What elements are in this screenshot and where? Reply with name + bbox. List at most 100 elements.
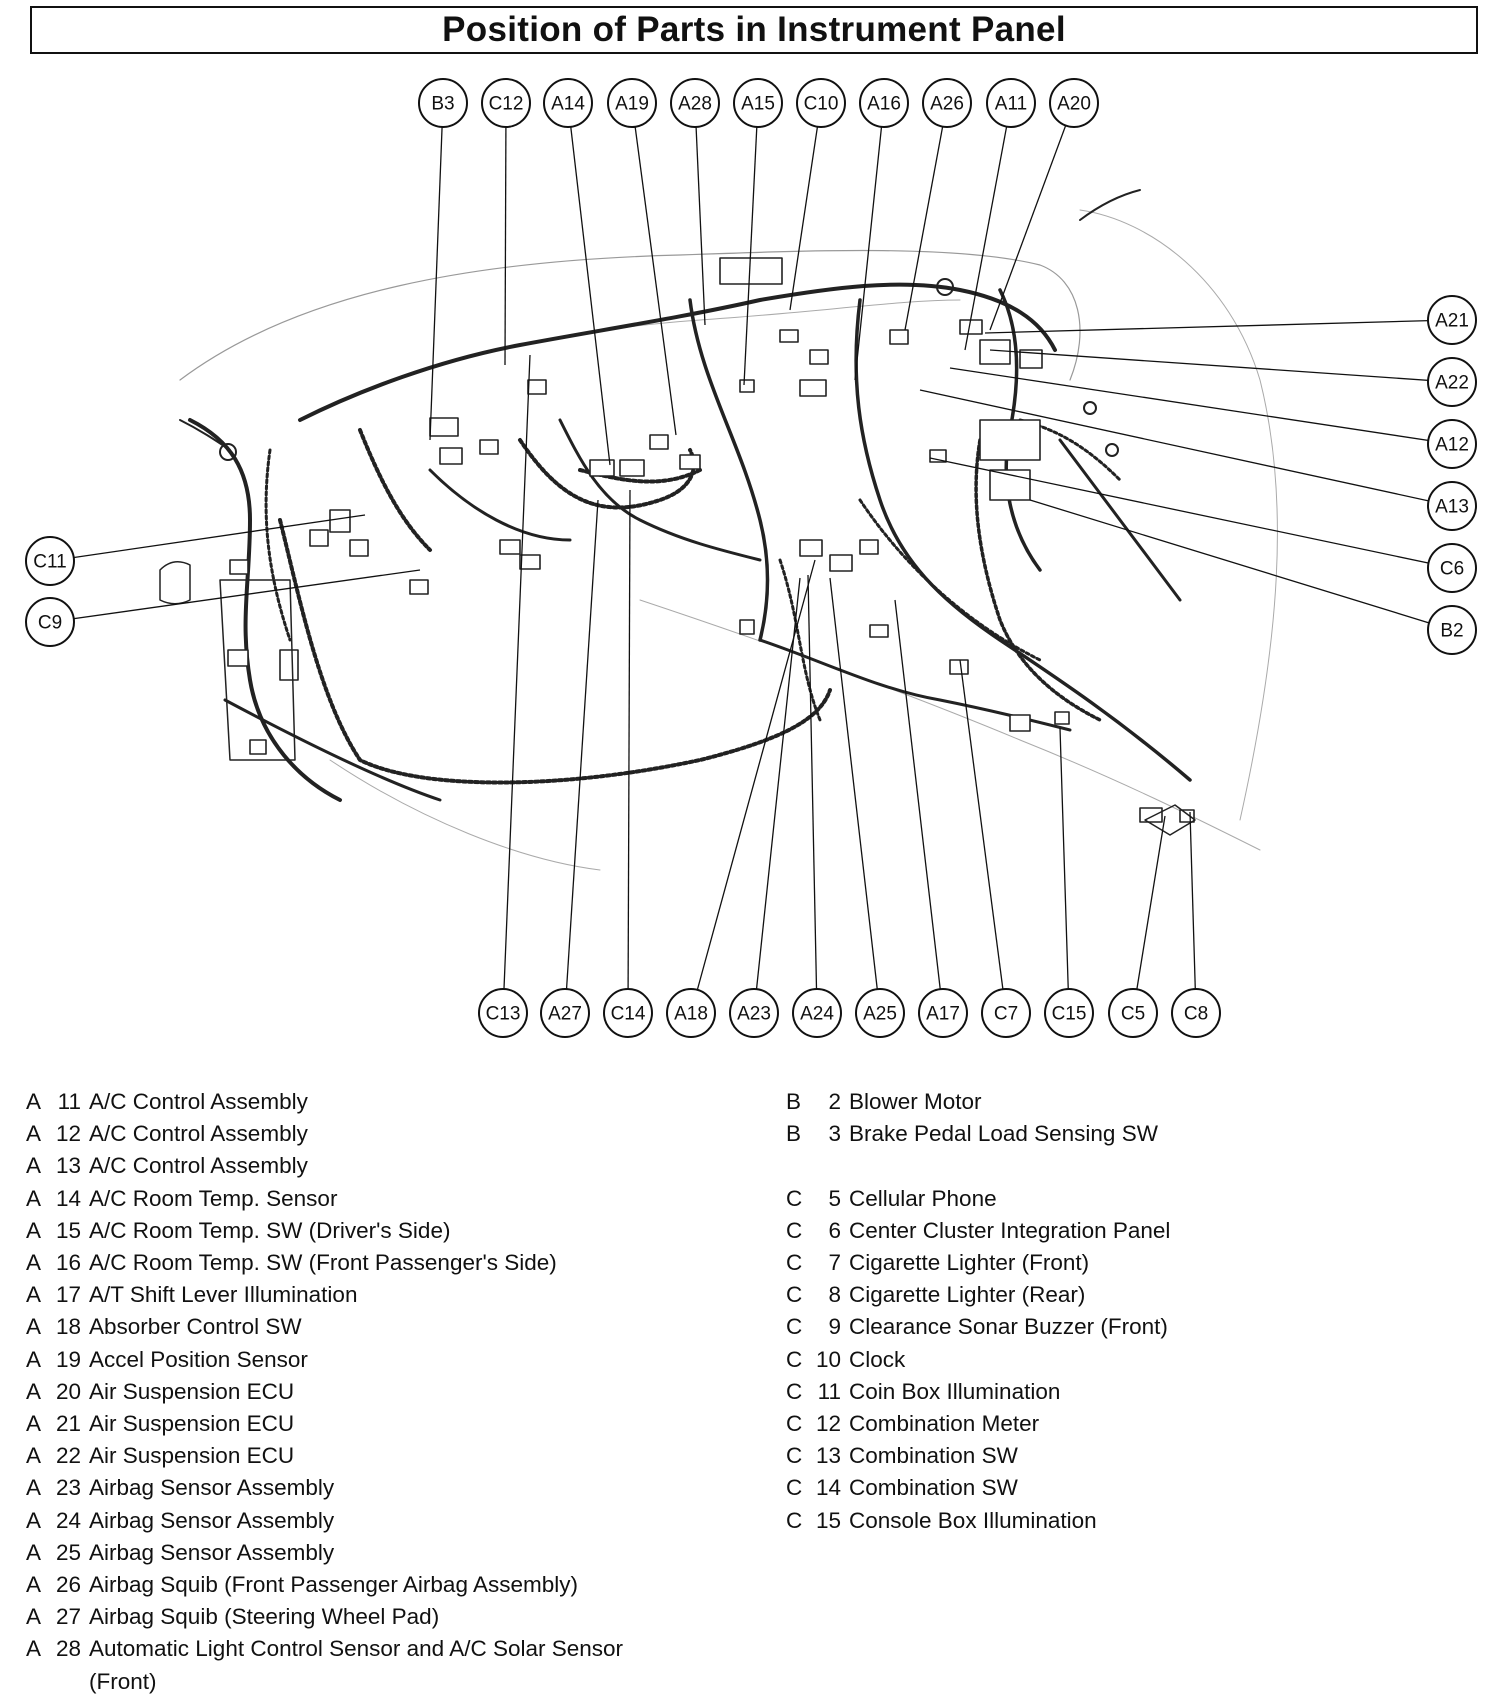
legend-code-number: 9 <box>828 1314 841 1340</box>
legend-code-number: 11 <box>817 1378 841 1404</box>
callout-a13: A13 <box>1427 481 1477 531</box>
legend-part-name: A/C Control Assembly <box>89 1089 308 1114</box>
legend-code-number: 22 <box>55 1443 81 1469</box>
leader-line-c13 <box>502 354 531 1014</box>
callout-a12: A12 <box>1427 419 1477 469</box>
legend-code-letter: A <box>26 1572 42 1598</box>
leader-line-c7 <box>959 659 1007 1014</box>
callout-circle <box>1049 78 1099 128</box>
instrument-panel-drawing <box>159 189 1278 871</box>
callout-label: A16 <box>867 94 901 115</box>
callout-circle <box>670 78 720 128</box>
callout-circle <box>859 78 909 128</box>
legend-part-name: Air Suspension ECU <box>89 1378 295 1404</box>
callout-b3: B3 <box>418 78 468 128</box>
legend-code-number: 8 <box>828 1282 841 1308</box>
leader-line-a25 <box>829 577 881 1014</box>
callout-label: C13 <box>486 1004 521 1025</box>
leader-line-a24 <box>807 574 818 1014</box>
legend-code-letter: B <box>786 1089 802 1114</box>
legend-code-letter: A <box>26 1475 42 1501</box>
callout-label: C12 <box>489 94 524 115</box>
callout-circle <box>792 988 842 1038</box>
leader-line-a27 <box>564 499 599 1014</box>
legend-code-letter: C <box>786 1507 803 1533</box>
leader-line-b3 <box>429 102 444 441</box>
legend-code-letter: A <box>26 1636 42 1662</box>
leader-line-c11 <box>49 514 366 562</box>
callout-a18: A18 <box>666 988 716 1038</box>
leader-line-a22 <box>989 349 1453 383</box>
callout-circle <box>25 597 75 647</box>
callout-label: A15 <box>741 94 775 115</box>
legend-code: A 23 <box>26 1472 89 1504</box>
leader-line-a12 <box>949 367 1453 445</box>
legend-code-letter: A <box>26 1507 42 1533</box>
legend-part-name: Coin Box Illumination <box>849 1378 1061 1404</box>
legend-code-letter: C <box>786 1185 803 1211</box>
legend-code-number: 11 <box>57 1089 81 1114</box>
callout-circle <box>603 988 653 1038</box>
callout-circle <box>1427 295 1477 345</box>
callout-label: A21 <box>1435 311 1469 332</box>
callout-circle <box>796 78 846 128</box>
callout-circle <box>981 988 1031 1038</box>
legend-part-name: A/C Room Temp. SW (Front Passenger's Sid… <box>89 1250 557 1276</box>
page-title-box: Position of Parts in Instrument Panel <box>30 6 1478 54</box>
leader-line-b2 <box>1029 499 1453 631</box>
legend-part-name: Combination SW <box>849 1443 1018 1469</box>
callout-a24: A24 <box>792 988 842 1038</box>
legend-part-name-continuation: (Front) <box>89 1668 157 1694</box>
callout-c15: C15 <box>1044 988 1094 1038</box>
callout-label: C11 <box>33 552 66 573</box>
legend-part-name: Console Box Illumination <box>849 1507 1097 1533</box>
legend-part-name: Air Suspension ECU <box>89 1411 295 1437</box>
callout-c6: C6 <box>1427 543 1477 593</box>
callout-a23: A23 <box>729 988 779 1038</box>
callout-c13: C13 <box>478 988 528 1038</box>
legend-code-number: 20 <box>55 1378 81 1404</box>
callout-label: C7 <box>994 1004 1018 1025</box>
callout-label: A20 <box>1057 94 1091 115</box>
legend-code-letter: C <box>786 1475 803 1501</box>
callout-c11: C11 <box>25 536 75 586</box>
legend-code-letter: A <box>26 1604 42 1630</box>
callout-circle <box>1427 605 1477 655</box>
leader-line-a21 <box>984 319 1453 334</box>
page-title: Position of Parts in Instrument Panel <box>442 10 1066 49</box>
legend-part-name: Airbag Sensor Assembly <box>89 1539 335 1565</box>
legend-part-name: Center Cluster Integration Panel <box>849 1217 1171 1243</box>
callout-a27: A27 <box>540 988 590 1038</box>
legend-code-letter: C <box>786 1250 803 1275</box>
legend-part-name: A/C Control Assembly <box>89 1153 308 1179</box>
callout-label: A17 <box>926 1004 960 1025</box>
legend-code-number: 23 <box>55 1475 81 1501</box>
legend-part-name: Airbag Squib (Front Passenger Airbag Ass… <box>89 1572 578 1598</box>
callout-leaders <box>49 102 1453 1014</box>
legend-code-letter: A <box>26 1314 42 1340</box>
